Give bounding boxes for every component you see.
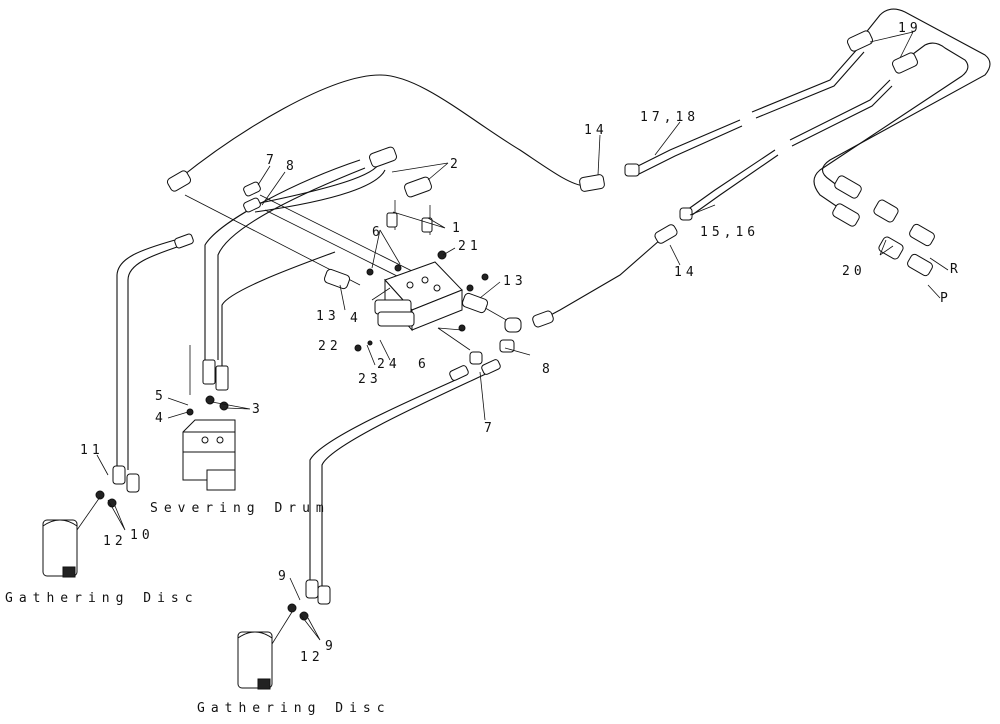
label-13-right: 13 (503, 274, 527, 289)
label-22: 22 (318, 339, 342, 354)
label-8-lower: 8 (542, 362, 554, 377)
part-labels: 1 2 3 4 4 5 6 6 7 7 8 8 9 9 10 11 12 12 … (80, 21, 962, 665)
severing-drum-motor (182, 419, 236, 491)
label-14-upper: 14 (584, 123, 608, 138)
label-4-left: 4 (155, 411, 167, 426)
leader-lines (96, 31, 949, 641)
caption-gathering-disc-left: Gathering Disc (5, 591, 199, 606)
label-20: 20 (842, 264, 866, 279)
label-21: 21 (458, 239, 482, 254)
label-1: 1 (452, 221, 464, 236)
label-7-lower: 7 (484, 421, 496, 436)
caption-severing-drum: Severing Drum (150, 501, 330, 516)
label-19: 19 (898, 21, 922, 36)
label-5: 5 (155, 389, 167, 404)
label-9-upper: 9 (278, 569, 290, 584)
label-r: R (950, 262, 962, 277)
label-10: 10 (130, 528, 154, 543)
label-7-upper: 7 (266, 153, 278, 168)
label-17-18: 17,18 (640, 110, 699, 125)
captions: Severing Drum Gathering Disc Gathering D… (5, 501, 391, 716)
label-15-16: 15,16 (700, 225, 759, 240)
label-8-upper: 8 (286, 159, 298, 174)
gathering-disc-motor-left (42, 496, 101, 578)
caption-gathering-disc-bottom: Gathering Disc (197, 701, 391, 716)
label-3: 3 (252, 402, 264, 417)
label-12-bottom: 12 (300, 650, 324, 665)
label-13-left: 13 (316, 309, 340, 324)
label-12-left: 12 (103, 534, 127, 549)
label-14-lower: 14 (674, 265, 698, 280)
label-6-lower: 6 (418, 357, 430, 372)
label-2: 2 (450, 157, 462, 172)
label-6-upper: 6 (372, 225, 384, 240)
label-11: 11 (80, 443, 104, 458)
label-24: 24 (377, 357, 401, 372)
valve-block (374, 261, 463, 332)
fittings (95, 30, 935, 621)
label-23: 23 (358, 372, 382, 387)
label-p: P (940, 291, 952, 306)
gathering-disc-motor-bottom (237, 611, 293, 690)
label-4-block: 4 (350, 311, 362, 326)
label-9-lower: 9 (325, 639, 337, 654)
